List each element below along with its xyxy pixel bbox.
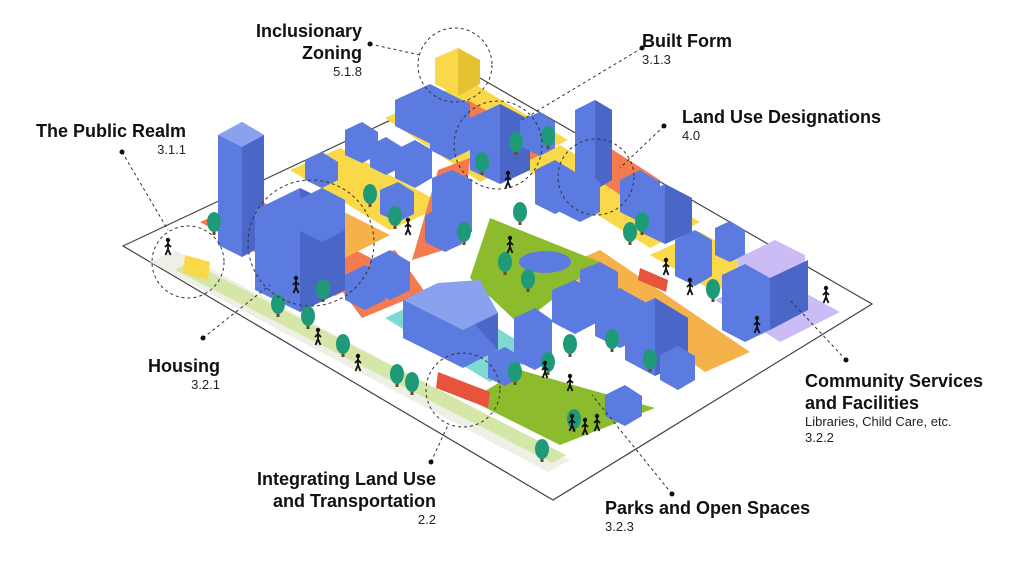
inclusionary-title-2: Zoning	[302, 43, 362, 63]
public-realm-code: 3.1.1	[157, 142, 186, 157]
parks-title: Parks and Open Spaces	[605, 498, 811, 518]
housing-title: Housing	[148, 356, 220, 376]
transport-title-2: and Transportation	[272, 491, 436, 511]
public-realm-title: The Public Realm	[35, 121, 186, 141]
community-title-1: Community Services	[805, 371, 984, 391]
housing-code: 3.2.1	[191, 377, 220, 392]
land-use-code: 4.0	[682, 128, 701, 143]
label-community-services: Community Services and Facilities Librar…	[805, 370, 1015, 446]
label-built-form: Built Form 3.1.3	[642, 30, 732, 68]
bike-lane	[175, 262, 566, 463]
community-title-2: and Facilities	[805, 393, 920, 413]
built-form-code: 3.1.3	[642, 52, 671, 67]
label-parks-open-spaces: Parks and Open Spaces 3.2.3	[605, 497, 810, 535]
transit-vehicles	[183, 255, 668, 408]
transport-title-1: Integrating Land Use	[256, 469, 436, 489]
community-code: 3.2.2	[805, 430, 834, 445]
callout-circle-public-realm	[151, 225, 225, 299]
label-land-use-designations: Land Use Designations 4.0	[682, 106, 881, 144]
inclusionary-title-1: Inclusionary	[255, 21, 362, 41]
inclusionary-code: 5.1.8	[333, 64, 362, 79]
transport-code: 2.2	[417, 512, 436, 527]
land-use-title: Land Use Designations	[682, 107, 882, 127]
park-pond	[519, 251, 571, 273]
callout-markers	[121, 27, 847, 495]
callout-dots	[119, 41, 849, 497]
label-public-realm: The Public Realm 3.1.1	[10, 120, 186, 158]
built-form-title: Built Form	[642, 31, 732, 51]
label-inclusionary-zoning: Inclusionary Zoning 5.1.8	[232, 20, 362, 80]
callout-circle-built-form	[453, 100, 543, 190]
parcel-green-park-south	[470, 370, 655, 445]
community-detail: Libraries, Child Care, etc.	[805, 414, 952, 429]
callout-circle-land-use	[557, 138, 635, 216]
callout-circle-transport	[425, 352, 501, 428]
callout-circle-inclusionary	[417, 27, 493, 103]
parks-code: 3.2.3	[605, 519, 634, 534]
label-land-use-transportation: Integrating Land Use and Transportation …	[210, 468, 436, 528]
label-housing: Housing 3.2.1	[120, 355, 220, 393]
callout-circle-housing	[247, 179, 375, 307]
